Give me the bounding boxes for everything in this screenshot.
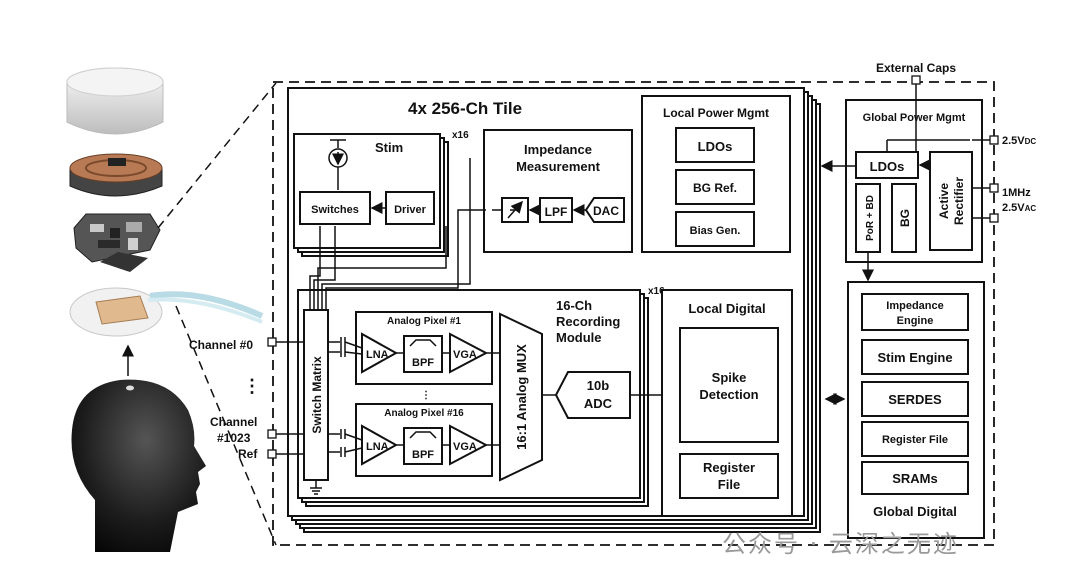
impedance-title-2: Measurement: [516, 159, 600, 174]
impedance-measurement-block: Impedance Measurement LPF DAC: [483, 129, 633, 253]
recording-module: x16 16-Ch Recording Module Switch Matrix…: [297, 158, 665, 507]
channel0-label: Channel #0: [189, 338, 253, 352]
global-power-block: Global Power Mgmt LDOs PoR + BD BG Activ…: [845, 99, 983, 263]
channel-pins: Channel #0 ⋮ Channel #1023 Ref: [189, 337, 304, 461]
power-pins: 2.5VDC 1MHz 2.5VAC: [972, 135, 1036, 223]
lpf-label: LPF: [545, 205, 568, 219]
lna1-triangle: [361, 332, 399, 374]
implant-illustration: [66, 67, 277, 552]
chip-boundary: [272, 81, 995, 546]
ac-pin-2: [989, 213, 999, 223]
lna1-label: LNA: [366, 349, 389, 361]
stim-block: Stim x16 Switches Driver: [293, 130, 469, 257]
srams-label: SRAMs: [892, 471, 938, 486]
switches-box: [299, 191, 371, 225]
svg-text:⋮: ⋮: [421, 390, 431, 401]
channel1023-label-2: #1023: [217, 431, 251, 445]
ref-label: Ref: [238, 447, 258, 461]
lna16-triangle: [361, 424, 399, 466]
impedance-title-1: Impedance: [524, 142, 592, 157]
dac-label: DAC: [593, 204, 619, 218]
local-digital-title: Local Digital: [688, 301, 765, 316]
pixel1-title: Analog Pixel #1: [387, 316, 461, 327]
bpf16-box: [403, 427, 443, 465]
watermark: 公众号 · 云深之无迹: [722, 530, 959, 558]
recording-title-3: Module: [556, 330, 602, 345]
vga1-label: VGA: [453, 349, 477, 361]
adc-label-2: ADC: [584, 396, 613, 411]
vdc-pin: [989, 135, 999, 145]
adc-label-1: 10b: [587, 378, 609, 393]
spike-label-1: Spike: [712, 370, 747, 385]
stim-multiplier: x16: [452, 130, 469, 141]
local-ldos-label: LDOs: [698, 139, 733, 154]
ac-pin-1: [989, 183, 999, 193]
impedance-engine-2: Engine: [897, 315, 934, 327]
driver-box: [385, 191, 435, 225]
external-caps-label: External Caps: [876, 61, 956, 75]
vga16-label: VGA: [453, 441, 477, 453]
global-power-title: Global Power Mgmt: [863, 112, 966, 124]
recording-multiplier: x16: [648, 286, 665, 297]
lpf-box: [539, 197, 573, 223]
local-power-block: Local Power Mgmt LDOs BG Ref. Bias Gen.: [641, 95, 791, 253]
register-file-label: Register File: [882, 434, 948, 446]
global-ldos-label: LDOs: [870, 159, 905, 174]
lna16-label: LNA: [366, 441, 389, 453]
global-digital-title: Global Digital: [873, 504, 957, 519]
freq-label: 1MHz: [1002, 187, 1031, 199]
electrode-array-image: [69, 287, 264, 337]
spike-label-2: Detection: [699, 387, 758, 402]
local-digital-block: Local Digital Spike Detection Register F…: [661, 289, 793, 517]
bpf1-label: BPF: [412, 357, 434, 369]
bias-gen-label: Bias Gen.: [690, 225, 741, 237]
coil-battery-image: [69, 153, 163, 197]
por-bd-label: PoR + BD: [865, 195, 876, 241]
implant-cap-image: [66, 67, 164, 135]
local-power-title: Local Power Mgmt: [663, 106, 769, 120]
external-caps-pin: External Caps: [876, 61, 956, 100]
global-digital-block: Impedance Engine Stim Engine SERDES Regi…: [847, 281, 985, 539]
driver-label: Driver: [394, 204, 427, 216]
vdc-label: 2.5VDC: [1002, 135, 1036, 147]
vac-label: 2.5VAC: [1002, 202, 1036, 214]
mux-label: 16:1 Analog MUX: [514, 344, 529, 450]
channel1023-label-1: Channel: [210, 415, 257, 429]
switch-matrix-label: Switch Matrix: [310, 356, 324, 434]
channel-ellipsis: ⋮: [243, 376, 261, 396]
tile-title: 4x 256-Ch Tile: [408, 99, 522, 118]
rectifier-label-2: Rectifier: [952, 177, 966, 225]
human-head-image: [71, 379, 206, 552]
reg-label-2: File: [718, 477, 740, 492]
impedance-engine-1: Impedance: [886, 300, 943, 312]
reg-label-1: Register: [703, 460, 755, 475]
switches-label: Switches: [311, 204, 359, 216]
bg-ref-label: BG Ref.: [693, 181, 737, 195]
recording-title-1: 16-Ch: [556, 298, 592, 313]
bpf1-box: [403, 335, 443, 373]
analog-mux: [499, 312, 543, 482]
recording-title-2: Recording: [556, 314, 620, 329]
bg-label: BG: [898, 209, 912, 227]
dac-box: [584, 197, 625, 223]
stim-title: Stim: [375, 140, 403, 155]
stim-engine-label: Stim Engine: [877, 350, 952, 365]
switch-matrix-box: [303, 309, 329, 481]
rectifier-label-1: Active: [937, 183, 951, 219]
bpf16-label: BPF: [412, 449, 434, 461]
serdes-label: SERDES: [888, 392, 942, 407]
pcb-board-image: [73, 213, 161, 272]
pixel16-title: Analog Pixel #16: [384, 408, 464, 419]
